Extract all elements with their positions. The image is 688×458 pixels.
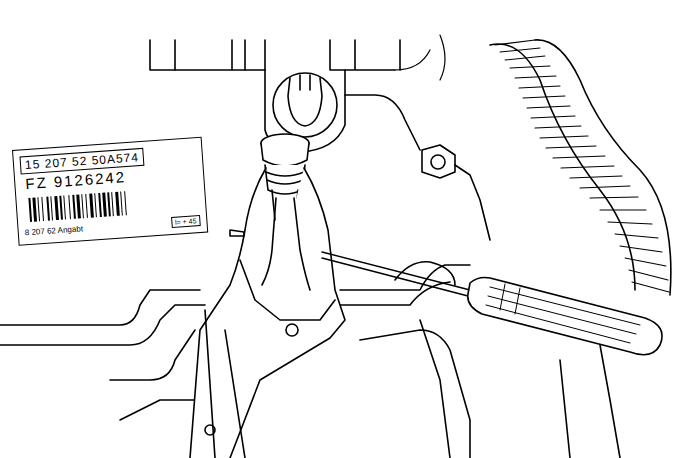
plate-text: 8 207 62 Angabt (24, 224, 83, 237)
plate-text: l= + 45 (171, 215, 201, 228)
label-plate: 15 207 52 50A574FZ 91262428 207 62 Angab… (12, 137, 208, 246)
